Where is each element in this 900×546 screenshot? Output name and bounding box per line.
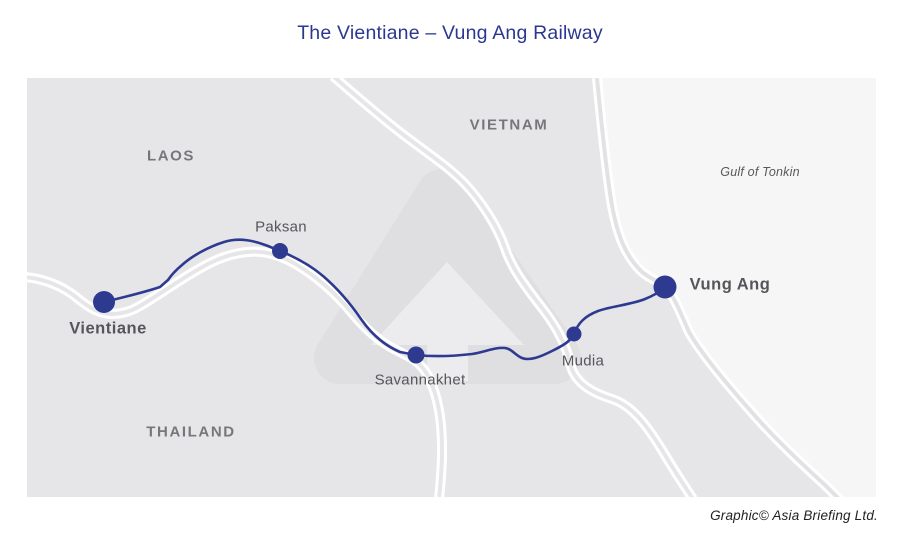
map-canvas — [27, 78, 876, 497]
railway-line — [103, 238, 667, 361]
vientiane-dot — [93, 291, 115, 313]
station-label-savannakhet: Savannakhet — [374, 371, 466, 389]
station-label-vungang: Vung Ang — [689, 275, 771, 294]
region-label-thailand: THAILAND — [146, 423, 236, 441]
mudia-dot — [566, 326, 582, 342]
savannakhet-dot — [407, 346, 425, 364]
station-label-vientiane: Vientiane — [69, 319, 147, 338]
railway-map: LAOS VIETNAM THAILAND Gulf of Tonkin Vie… — [27, 78, 876, 497]
gulf-of-tonkin-sea — [597, 78, 876, 497]
asia-briefing-watermark — [314, 169, 581, 384]
mekong-river — [27, 246, 448, 497]
station-label-paksan: Paksan — [255, 218, 307, 236]
water-label-gulf-of-tonkin: Gulf of Tonkin — [720, 165, 800, 179]
vungang-dot — [653, 275, 677, 299]
page-title: The Vientiane – Vung Ang Railway — [297, 22, 603, 44]
region-label-vietnam: VIETNAM — [469, 116, 549, 134]
laos-vietnam-border — [329, 78, 698, 497]
station-label-mudia: Mudia — [561, 352, 605, 370]
paksan-dot — [272, 243, 288, 259]
region-label-laos: LAOS — [146, 147, 196, 165]
graphic-credit: Graphic© Asia Briefing Ltd. — [710, 508, 878, 523]
